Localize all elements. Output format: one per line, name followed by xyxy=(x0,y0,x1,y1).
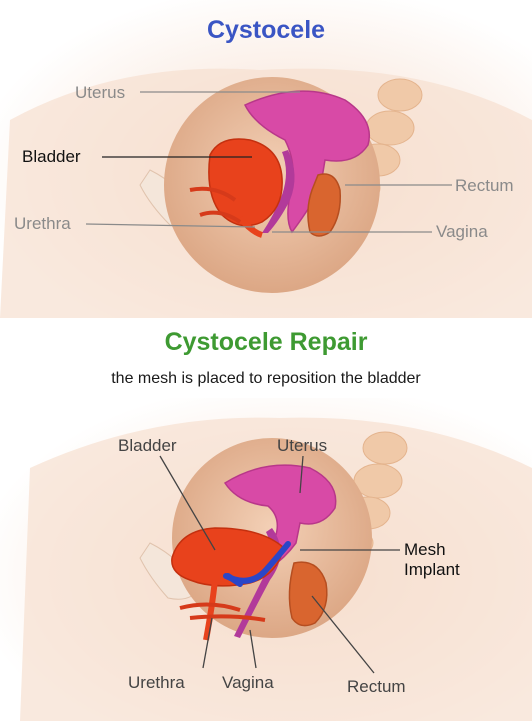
label-vagina: Vagina xyxy=(222,673,274,693)
repair-subtitle: the mesh is placed to reposition the bla… xyxy=(0,370,532,388)
label-bladder: Bladder xyxy=(22,147,81,167)
label-rectum: Rectum xyxy=(347,677,406,697)
cystocele-repair-panel: Cystocele Repair the mesh is placed to r… xyxy=(0,318,532,721)
repair-title: Cystocele Repair xyxy=(0,328,532,357)
label-uterus: Uterus xyxy=(277,436,327,456)
label-implant: Implant xyxy=(404,560,460,580)
label-urethra: Urethra xyxy=(128,673,185,693)
label-bladder: Bladder xyxy=(118,436,177,456)
label-urethra: Urethra xyxy=(14,214,71,234)
label-mesh: Mesh xyxy=(404,540,446,560)
page-title: Cystocele xyxy=(0,16,532,45)
rectum-shape xyxy=(289,562,326,625)
label-uterus: Uterus xyxy=(75,83,125,103)
label-rectum: Rectum xyxy=(455,176,514,196)
label-vagina: Vagina xyxy=(436,222,488,242)
cystocele-panel: Cystocele Uterus Bladder Rectum Urethra … xyxy=(0,0,532,318)
